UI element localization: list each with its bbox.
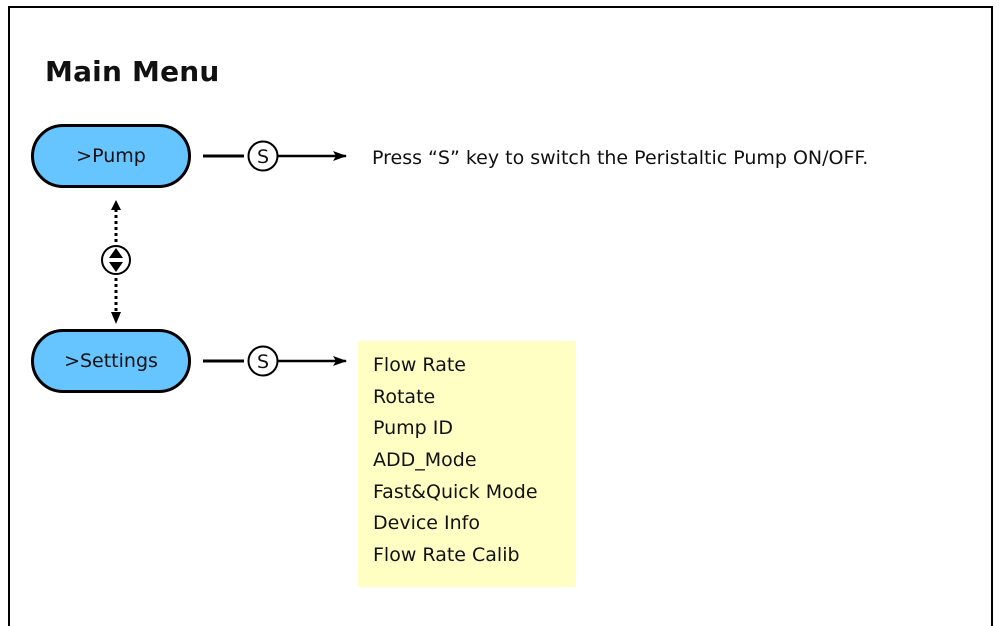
page-title: Main Menu (45, 55, 220, 88)
pump-menu-button[interactable]: >Pump (31, 124, 191, 188)
connector-layer: S S (101, 140, 347, 377)
settings-submenu: Flow Rate Rotate Pump ID ADD_Mode Fast&Q… (358, 341, 576, 587)
submenu-item-flow-rate[interactable]: Flow Rate (373, 354, 466, 376)
pump-connector: S (203, 140, 347, 172)
pump-menu-label: >Pump (76, 145, 146, 167)
pump-description: Press “S” key to switch the Peristaltic … (372, 147, 869, 169)
pump-s-key-label: S (257, 146, 269, 168)
submenu-item-fast-quick-mode[interactable]: Fast&Quick Mode (373, 480, 538, 503)
settings-menu-label: >Settings (64, 350, 158, 372)
up-down-arrow-icon (101, 245, 131, 275)
submenu-item-pump-id[interactable]: Pump ID (373, 417, 454, 440)
settings-menu-button[interactable]: >Settings (31, 329, 191, 393)
submenu-item-device-info[interactable]: Device Info (373, 512, 480, 535)
submenu-item-flow-rate-calib[interactable]: Flow Rate Calib (373, 544, 520, 567)
submenu-item-rotate[interactable]: Rotate (373, 385, 436, 408)
submenu-item-add-mode[interactable]: ADD_Mode (373, 449, 477, 472)
settings-s-key-icon: S (247, 345, 279, 377)
diagram-frame (8, 6, 993, 626)
pump-s-key-icon: S (247, 140, 279, 172)
settings-connector: S (203, 345, 347, 377)
up-down-navigation (101, 200, 131, 324)
settings-s-key-label: S (257, 351, 269, 373)
